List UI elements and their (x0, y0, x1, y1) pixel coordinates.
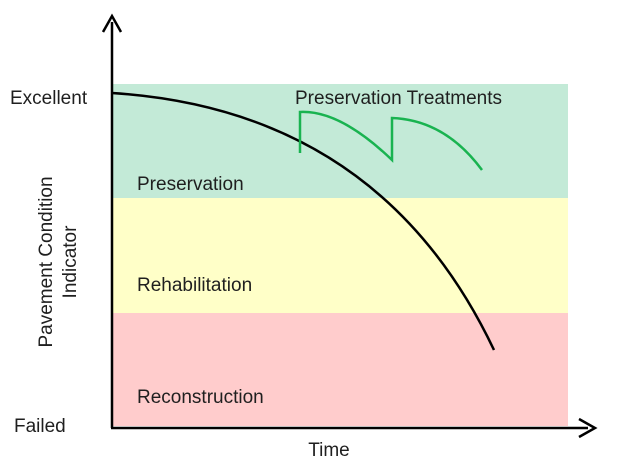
y-bottom-label: Failed (14, 416, 66, 437)
rehabilitation-zone-label: Rehabilitation (137, 275, 252, 296)
reconstruction-zone-label: Reconstruction (137, 387, 264, 408)
preservation-treatment-curve (298, 110, 484, 171)
y-top-label: Excellent (10, 88, 88, 109)
y-axis-arrow (101, 13, 123, 33)
preservation-treatments-label: Preservation Treatments (295, 88, 502, 109)
x-axis-label: Time (308, 440, 350, 461)
rehabilitation-zone (112, 198, 568, 313)
preservation-zone-label: Preservation (137, 174, 244, 195)
deterioration-curve (111, 91, 496, 351)
y-axis-label-line2: Indicator (60, 225, 81, 299)
x-axis-arrow (578, 417, 598, 439)
reconstruction-zone (112, 313, 568, 426)
y-axis-label-line1: Pavement Condition (36, 176, 57, 347)
